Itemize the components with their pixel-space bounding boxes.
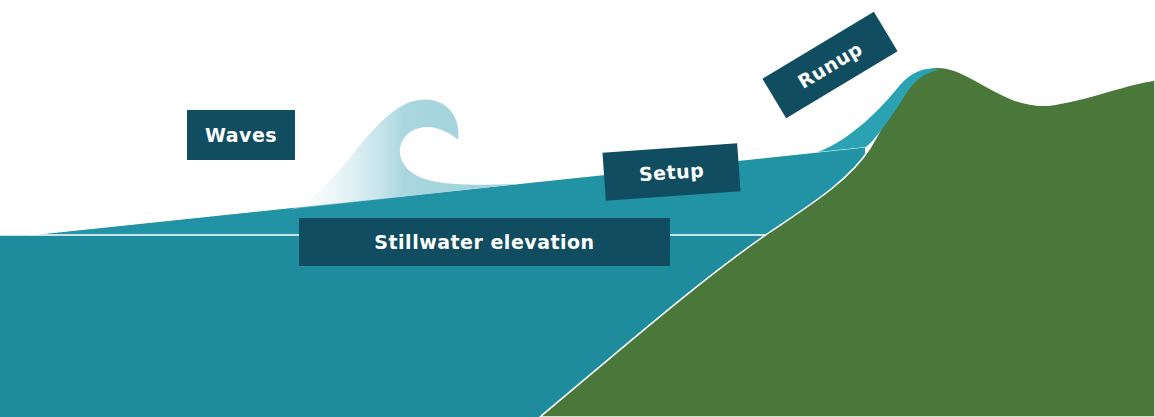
label-box: Stillwater elevation <box>299 218 670 266</box>
label-text: Stillwater elevation <box>374 231 594 253</box>
label-text: Waves <box>205 124 277 146</box>
label-text: Setup <box>638 159 705 186</box>
label-box: Runup <box>762 12 897 118</box>
label-box: Setup <box>602 143 740 200</box>
label-box: Waves <box>187 110 295 160</box>
label-text: Runup <box>794 37 866 93</box>
breaking-wave <box>290 99 520 210</box>
